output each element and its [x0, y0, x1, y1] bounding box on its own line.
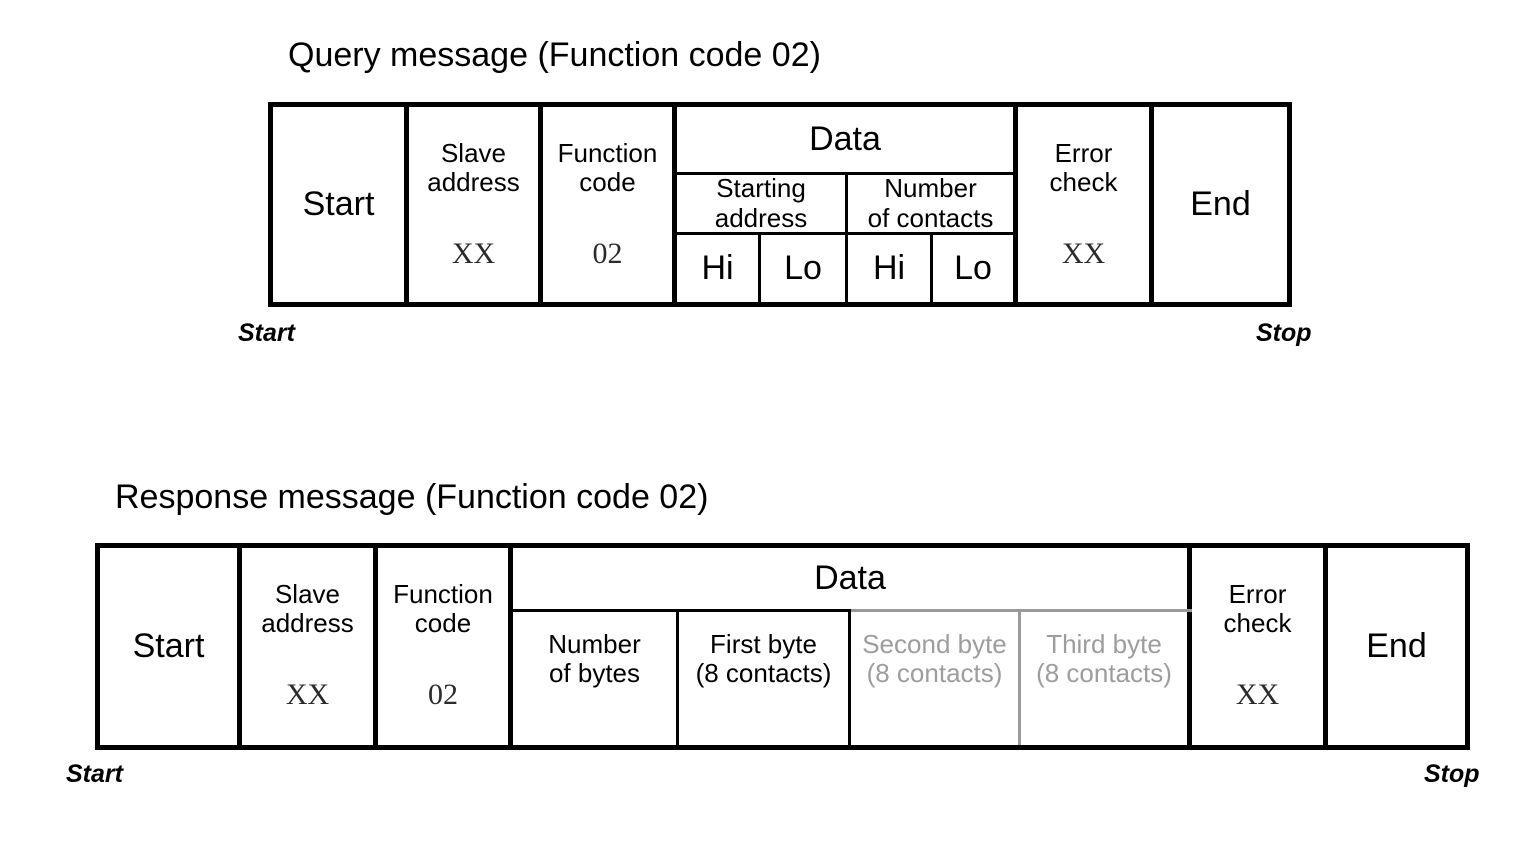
response-cell-start: Start — [100, 548, 242, 745]
query-error-check-label: Error check — [1049, 138, 1118, 198]
query-end-label: End — [1190, 184, 1251, 223]
query-cell-start: Start — [273, 107, 409, 302]
response-function-code-value: 02 — [428, 678, 458, 712]
query-starting-address-lo-label: Lo — [784, 248, 822, 287]
response-error-check-label: Error check — [1223, 579, 1292, 639]
query-cell-number-of-contacts-lo: Lo — [933, 235, 1018, 302]
query-message-frame — [268, 102, 1292, 307]
response-cell-end: End — [1328, 548, 1465, 745]
query-start-caption: Start — [238, 319, 295, 347]
query-cell-starting-address: Starting address — [677, 175, 848, 235]
response-error-check-value: XX — [1235, 678, 1280, 712]
query-slave-address-label: Slave address — [427, 138, 520, 198]
query-number-of-contacts-label: Number of contacts — [867, 175, 994, 233]
response-cell-first-byte: First byte (8 contacts) — [679, 612, 851, 745]
query-function-code-value: 02 — [592, 237, 623, 271]
query-slave-address-value: XX — [451, 237, 496, 271]
query-number-of-contacts-lo-label: Lo — [954, 248, 992, 287]
query-data-label: Data — [809, 119, 881, 158]
response-end-label: End — [1366, 626, 1427, 665]
query-cell-end: End — [1154, 107, 1287, 302]
response-function-code-label: Function code — [393, 579, 493, 639]
response-cell-error-check: Error check XX — [1192, 548, 1328, 745]
response-cell-second-byte: Second byte (8 contacts) — [851, 612, 1021, 745]
query-cell-number-of-contacts-hi: Hi — [848, 235, 933, 302]
query-cell-data-header: Data — [677, 107, 1018, 175]
response-data-label: Data — [814, 558, 886, 597]
query-cell-error-check: Error check XX — [1018, 107, 1154, 302]
response-third-byte-label: Third byte (8 contacts) — [1036, 629, 1172, 689]
query-cell-starting-address-hi: Hi — [677, 235, 761, 302]
query-starting-address-hi-label: Hi — [701, 248, 734, 287]
response-cell-third-byte: Third byte (8 contacts) — [1021, 612, 1192, 745]
response-muted-divider — [851, 609, 1192, 612]
response-cell-slave-address: Slave address XX — [242, 548, 378, 745]
query-cell-slave-address: Slave address XX — [409, 107, 543, 302]
response-message-frame — [95, 543, 1470, 750]
response-cell-data-header: Data — [513, 548, 1192, 612]
response-slave-address-value: XX — [285, 678, 330, 712]
query-function-code-label: Function code — [557, 138, 658, 198]
response-message-title: Response message (Function code 02) — [115, 478, 709, 516]
response-start-label: Start — [132, 626, 205, 665]
response-cell-number-of-bytes: Number of bytes — [513, 612, 679, 745]
response-number-of-bytes-label: Number of bytes — [548, 629, 641, 689]
query-number-of-contacts-hi-label: Hi — [872, 248, 906, 287]
response-start-caption: Start — [66, 760, 123, 788]
response-stop-caption: Stop — [1424, 760, 1480, 788]
query-cell-function-code: Function code 02 — [543, 107, 677, 302]
response-first-byte-label: First byte (8 contacts) — [695, 629, 832, 689]
query-start-label: Start — [302, 184, 375, 223]
response-second-byte-label: Second byte (8 contacts) — [862, 629, 1007, 689]
query-starting-address-label: Starting address — [714, 175, 808, 233]
query-cell-starting-address-lo: Lo — [761, 235, 848, 302]
response-cell-function-code: Function code 02 — [378, 548, 513, 745]
query-cell-number-of-contacts: Number of contacts — [848, 175, 1018, 235]
query-message-title: Query message (Function code 02) — [288, 36, 821, 74]
query-error-check-value: XX — [1061, 237, 1106, 271]
response-slave-address-label: Slave address — [261, 579, 354, 639]
query-stop-caption: Stop — [1256, 319, 1312, 347]
